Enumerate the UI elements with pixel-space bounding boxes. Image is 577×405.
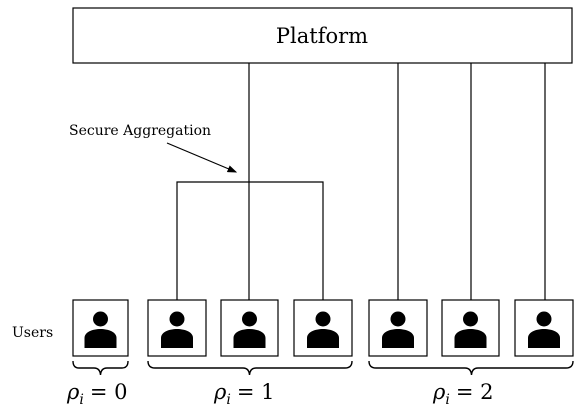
user-nodes	[72, 299, 574, 357]
group-brace-2	[368, 360, 574, 376]
users-label: Users	[12, 325, 53, 341]
user-node	[72, 299, 129, 357]
user-node	[147, 299, 207, 357]
secure-aggregation-label: Secure Aggregation	[69, 123, 211, 139]
user-node	[441, 299, 500, 357]
group-brace-1	[147, 360, 353, 376]
user-node	[220, 299, 279, 357]
group-label-0: ρi= 0	[66, 380, 127, 405]
group-brace-0	[72, 360, 129, 376]
group-labels: ρi= 0 ρi= 1 ρi= 2	[66, 380, 493, 405]
connection-lines	[176, 63, 546, 300]
user-node	[514, 299, 574, 357]
group-label-2: ρi= 2	[432, 380, 493, 405]
user-node	[368, 299, 428, 357]
platform-label: Platform	[276, 24, 368, 48]
platform-node: Platform	[72, 7, 573, 64]
user-node	[293, 299, 353, 357]
group-label-1: ρi= 1	[213, 380, 274, 405]
aggregation-bracket	[176, 181, 324, 300]
secure-aggregation-arrow	[166, 142, 238, 173]
group-braces	[72, 360, 574, 376]
secure-aggregation-annotation: Secure Aggregation	[69, 123, 238, 173]
